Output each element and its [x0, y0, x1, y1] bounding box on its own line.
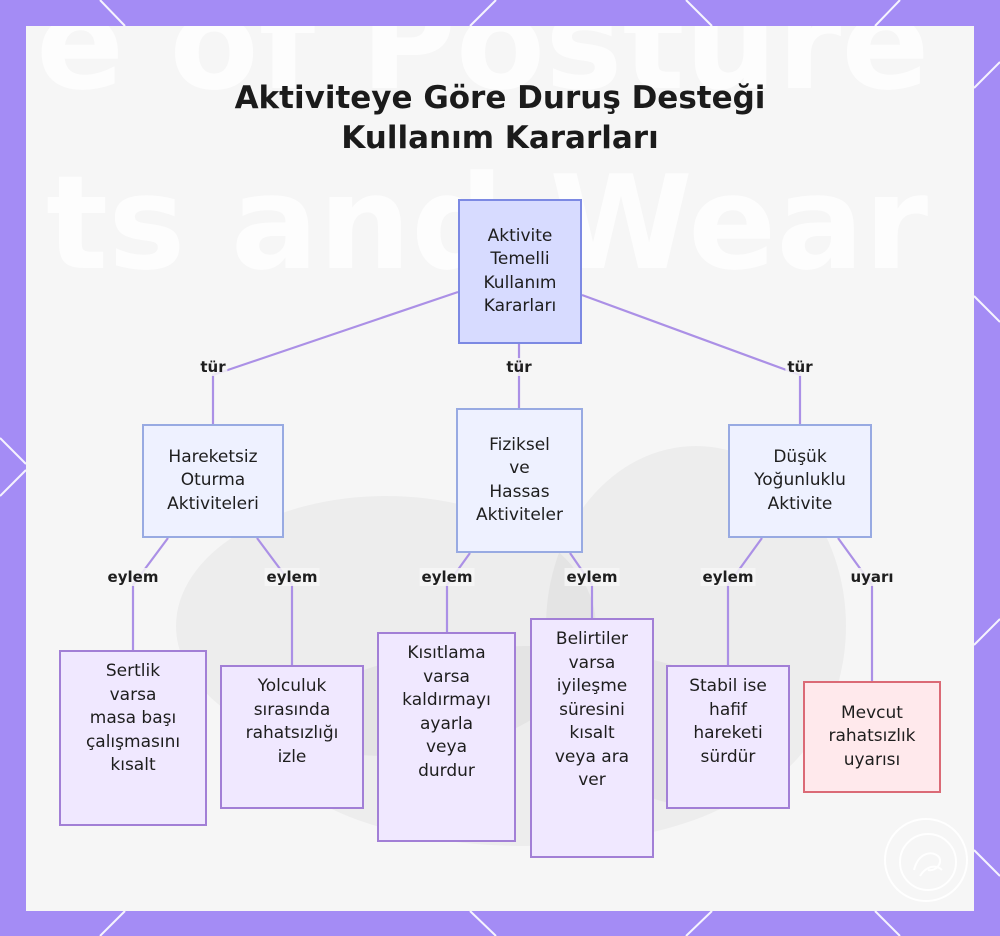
action-restrict-label: Kısıtlama varsa kaldırmayı ayarla veya d…	[402, 643, 491, 781]
action-node-restrict: Kısıtlama varsa kaldırmayı ayarla veya d…	[377, 632, 516, 842]
edge-physical-restrict	[445, 552, 471, 632]
watermark-logo-icon	[884, 818, 968, 902]
edge-root-low	[581, 293, 802, 424]
action-travel-label: Yolculuk sırasında rahatsızlığı izle	[245, 676, 339, 767]
category-low-label: Düşük Yoğunluklu Aktivite	[754, 446, 846, 514]
edge-low-warning	[837, 537, 874, 681]
root-node-label: Aktivite Temelli Kullanım Kararları	[483, 225, 557, 317]
edge-label-action-restrict: eylem	[419, 568, 475, 586]
action-node-stable: Stabil ise hafif hareketi sürdür	[666, 665, 790, 809]
category-node-low-intensity: Düşük Yoğunluklu Aktivite	[728, 424, 872, 538]
edge-label-type-sitting: tür	[198, 358, 228, 376]
edge-sitting-desk	[131, 537, 169, 650]
warning-node: Mevcut rahatsızlık uyarısı	[803, 681, 941, 793]
title-line-2: Kullanım Kararları	[341, 120, 659, 156]
title-line-1: Aktiviteye Göre Duruş Desteği	[234, 80, 766, 116]
action-symptom-label: Belirtiler varsa iyileşme süresini kısal…	[554, 629, 630, 790]
category-node-sitting: Hareketsiz Oturma Aktiviteleri	[142, 424, 284, 538]
edge-sitting-travel	[256, 537, 294, 665]
warning-label: Mevcut rahatsızlık uyarısı	[828, 702, 916, 770]
edge-low-stable	[726, 537, 763, 665]
watermark-text-top: e of Posture Su	[36, 26, 974, 119]
edge-label-type-physical: tür	[504, 358, 534, 376]
edge-label-type-low: tür	[785, 358, 815, 376]
edge-label-action-desk: eylem	[105, 568, 161, 586]
diagram-title: Aktiviteye Göre Duruş Desteği Kullanım K…	[0, 78, 1000, 158]
action-node-symptom: Belirtiler varsa iyileşme süresini kısal…	[530, 618, 654, 858]
edge-label-action-symptom: eylem	[564, 568, 620, 586]
edge-label-action-travel: eylem	[264, 568, 320, 586]
edge-label-warning: uyarı	[848, 568, 896, 586]
edge-root-sitting	[211, 290, 459, 424]
action-stable-label: Stabil ise hafif hareketi sürdür	[689, 676, 767, 767]
root-node: Aktivite Temelli Kullanım Kararları	[458, 199, 582, 344]
category-sitting-label: Hareketsiz Oturma Aktiviteleri	[167, 446, 259, 514]
category-physical-label: Fiziksel ve Hassas Aktiviteler	[476, 434, 563, 526]
edge-label-action-stable: eylem	[700, 568, 756, 586]
action-node-travel: Yolculuk sırasında rahatsızlığı izle	[220, 665, 364, 809]
action-desk-label: Sertlik varsa masa başı çalışmasını kısa…	[85, 661, 181, 775]
action-node-desk: Sertlik varsa masa başı çalışmasını kısa…	[59, 650, 207, 826]
category-node-physical: Fiziksel ve Hassas Aktiviteler	[456, 408, 583, 553]
